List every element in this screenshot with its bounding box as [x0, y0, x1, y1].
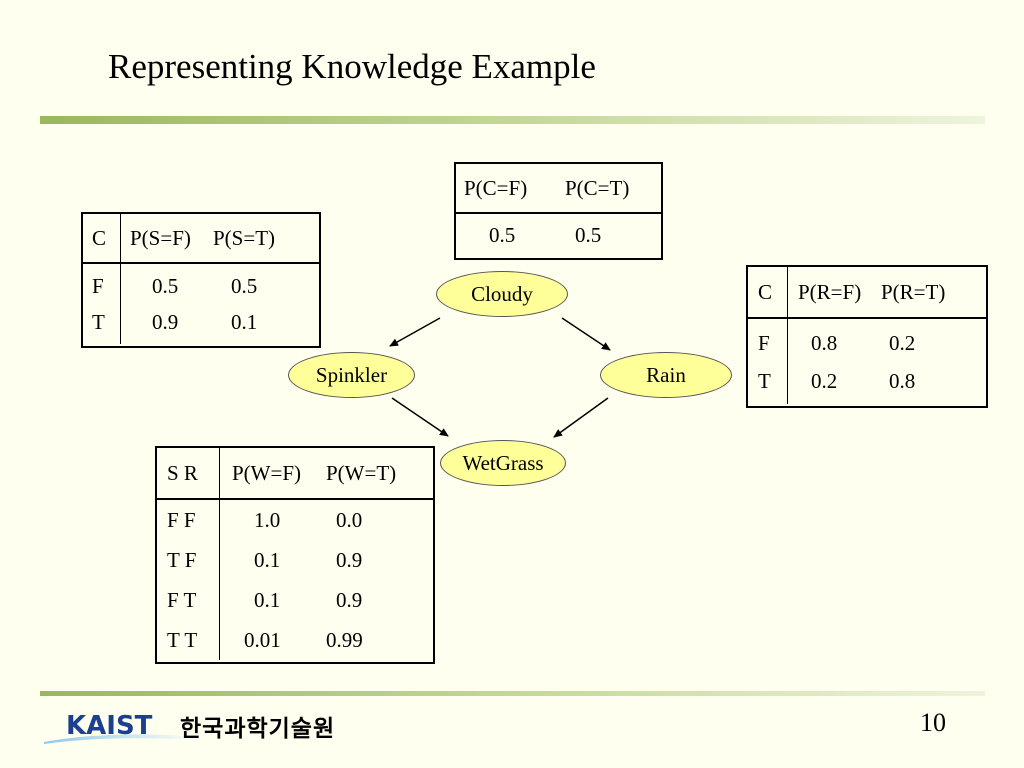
table-row: 0.1 0.9 — [220, 540, 406, 580]
edge-sprinkler-wetgrass — [391, 397, 449, 437]
table-cell: F F — [167, 507, 196, 532]
table-header: P(C=T) — [565, 175, 630, 200]
table-row: 0.5 0.5 — [121, 268, 279, 304]
node-rain: Rain — [600, 352, 732, 398]
footer-divider — [40, 691, 985, 696]
table-cell: 0.99 — [326, 627, 363, 652]
table-cell: 0.01 — [244, 627, 281, 652]
table-cell: 0.2 — [811, 368, 838, 393]
slide-title: Representing Knowledge Example — [108, 47, 596, 86]
node-label: Spinkler — [315, 362, 388, 387]
table-row: 0.1 0.9 — [220, 580, 406, 620]
table-header: P(S=F) — [130, 225, 191, 250]
rain-cpt-table: C P(R=F) P(R=T) F T 0.8 0.2 0.2 0.8 — [746, 265, 988, 408]
node-sprinkler: Spinkler — [288, 352, 415, 398]
table-cell: 0.5 — [152, 273, 179, 298]
institute-name: 한국과학기술원 — [180, 716, 336, 742]
table-cell: 0.2 — [889, 330, 916, 355]
table-cell: T T — [167, 627, 198, 652]
node-label: Cloudy — [471, 281, 533, 306]
table-row: 0.5 0.5 — [456, 214, 661, 256]
logo-text: KAIST — [66, 711, 153, 741]
table-cell: F T — [167, 587, 197, 612]
table-header: C — [83, 214, 121, 262]
table-header: S R — [157, 448, 220, 498]
title-divider — [40, 116, 985, 124]
table-cell: 0.9 — [336, 547, 363, 572]
page-number: 10 — [920, 708, 946, 737]
table-header: C — [748, 267, 788, 317]
table-row: 0.2 0.8 — [788, 362, 946, 400]
table-cell: T F — [167, 547, 197, 572]
table-header: P(W=F) — [232, 460, 302, 485]
edge-cloudy-sprinkler — [389, 317, 441, 347]
node-cloudy: Cloudy — [436, 271, 568, 317]
table-cell: 0.8 — [811, 330, 838, 355]
node-label: Rain — [646, 362, 686, 387]
table-header: P(R=T) — [881, 279, 946, 304]
table-cell: T — [758, 368, 771, 393]
table-row: 0.01 0.99 — [220, 620, 406, 660]
table-cell: 0.5 — [489, 222, 516, 247]
node-wetgrass: WetGrass — [440, 440, 566, 486]
kaist-logo: KAIST — [44, 711, 200, 744]
edge-cloudy-rain — [561, 317, 611, 351]
table-header: P(R=F) — [798, 279, 862, 304]
table-cell: 0.0 — [336, 507, 363, 532]
table-header: P(W=T) — [326, 460, 397, 485]
table-cell: 0.1 — [254, 587, 281, 612]
table-header: P(S=T) — [213, 225, 276, 250]
table-cell: F — [758, 330, 770, 355]
table-cell: T — [92, 309, 105, 334]
table-header: P(C=F) — [464, 175, 528, 200]
table-row: 1.0 0.0 — [220, 500, 406, 540]
table-cell: 0.8 — [889, 368, 916, 393]
table-cell: 0.9 — [152, 309, 179, 334]
sprinkler-cpt-table: C P(S=F) P(S=T) F T 0.5 0.5 0.9 0.1 — [81, 212, 321, 348]
table-cell: 0.9 — [336, 587, 363, 612]
edge-rain-wetgrass — [553, 397, 609, 438]
node-label: WetGrass — [462, 450, 544, 475]
table-cell: 1.0 — [254, 507, 281, 532]
table-cell: 0.1 — [231, 309, 258, 334]
wetgrass-cpt-table: S R P(W=F) P(W=T) F F T F F T T T 1.0 0.… — [155, 446, 435, 664]
cloudy-cpt-table: P(C=F) P(C=T) 0.5 0.5 — [454, 162, 663, 260]
table-cell: 0.1 — [254, 547, 281, 572]
table-cell: 0.5 — [575, 222, 602, 247]
table-cell: 0.5 — [231, 273, 258, 298]
table-cell: F — [92, 273, 104, 298]
table-row: 0.9 0.1 — [121, 304, 279, 340]
table-row: 0.8 0.2 — [788, 324, 946, 362]
